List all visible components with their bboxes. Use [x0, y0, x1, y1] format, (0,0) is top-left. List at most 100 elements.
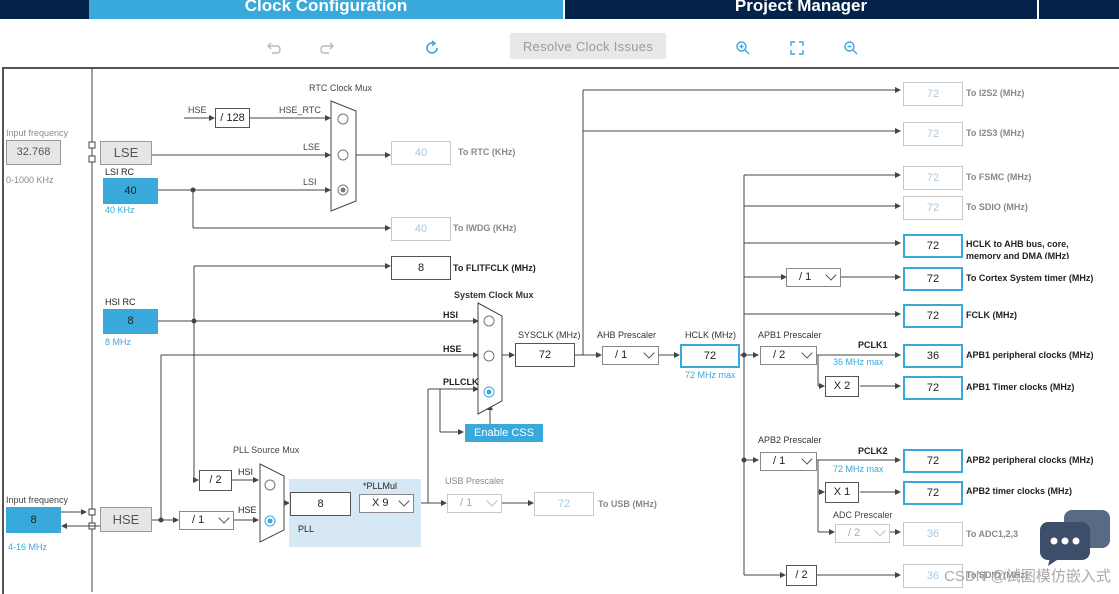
chevron-down-icon: [398, 495, 410, 507]
apb1-max-label: 36 MHz max: [833, 357, 884, 367]
i2s2-output-value[interactable]: 72: [903, 82, 963, 106]
iwdg-output-value[interactable]: 40: [391, 217, 451, 241]
chat-bubble-icon[interactable]: [1040, 510, 1110, 566]
rtc-output-value[interactable]: 40: [391, 141, 451, 165]
hsi-rc-label: HSI RC: [105, 297, 136, 307]
fclk-output-label: FCLK (MHz): [966, 310, 1017, 320]
pclk1-label: PCLK1: [858, 340, 888, 350]
enable-css-button[interactable]: Enable CSS: [465, 424, 543, 442]
resolve-clock-issues-button[interactable]: Resolve Clock Issues: [510, 33, 666, 59]
chevron-down-icon: [801, 347, 813, 359]
hclk-ahb-output-value[interactable]: 72: [903, 234, 963, 258]
sdio-divider-box: / 2: [786, 565, 817, 586]
hsi-rc-value: 8: [103, 309, 158, 334]
apb1-peripheral-output-label: APB1 peripheral clocks (MHz): [966, 350, 1094, 360]
cortex-timer-divider-select[interactable]: / 1: [786, 268, 841, 287]
hclk-value[interactable]: 72: [680, 344, 740, 368]
chevron-down-icon: [218, 512, 230, 524]
tab-project-manager[interactable]: Project Manager: [734, 0, 868, 15]
undo-icon[interactable]: [263, 38, 285, 58]
hse-range-label: 4-16 MHz: [8, 542, 48, 552]
usb-prescaler-select[interactable]: / 1: [447, 494, 502, 513]
tab-clock-configuration[interactable]: Clock Configuration: [89, 0, 563, 19]
fsmc-output-value[interactable]: 72: [903, 166, 963, 190]
zoom-in-icon[interactable]: [732, 38, 754, 58]
sysmux-hsi-label: HSI: [443, 310, 459, 320]
refresh-icon[interactable]: [421, 38, 443, 58]
pllmul-label: *PLLMul: [363, 481, 398, 491]
sysclk-value[interactable]: 72: [515, 343, 575, 367]
apb2-prescaler-select[interactable]: / 1: [760, 452, 817, 471]
pll-mux-hsi-label: HSI: [238, 467, 254, 477]
usb-prescaler-value: / 1: [460, 497, 473, 509]
pll-source-mux-title: PLL Source Mux: [233, 445, 300, 455]
adc-output-value[interactable]: 36: [903, 522, 963, 546]
fclk-output-value[interactable]: 72: [903, 304, 963, 328]
lse-input-frequency-label: Input frequency: [6, 128, 69, 138]
apb1-timer-output-value[interactable]: 72: [903, 376, 963, 400]
pll-label: PLL: [298, 524, 315, 534]
chevron-down-icon: [874, 525, 886, 537]
usb-prescaler-label: USB Prescaler: [445, 476, 505, 486]
hsi-frequency-label: 8 MHz: [105, 337, 132, 347]
usb-output-value[interactable]: 72: [534, 492, 594, 516]
zoom-out-icon[interactable]: [840, 38, 862, 58]
rtc-output-label: To RTC (KHz): [458, 147, 516, 157]
hse-prediv-value: / 1: [192, 514, 205, 526]
pll-mux-hse-label: HSE: [238, 505, 257, 515]
apb1-prescaler-select[interactable]: / 2: [760, 346, 817, 365]
redo-icon[interactable]: [316, 38, 338, 58]
pll-source-mux[interactable]: [259, 463, 285, 543]
apb1-prescaler-label: APB1 Prescaler: [758, 330, 822, 340]
cortex-timer-output-label: To Cortex System timer (MHz): [966, 273, 1094, 283]
rtc-hse-label: HSE: [188, 105, 207, 115]
sdio2-output-label: To SDIO (MHz): [966, 570, 1028, 580]
ahb-prescaler-value: / 1: [615, 349, 628, 361]
pclk2-label: PCLK2: [858, 446, 888, 456]
hse-rtc-label: HSE_RTC: [279, 105, 321, 115]
lse-input-frequency-value[interactable]: 32.768: [6, 140, 61, 165]
pllmul-select[interactable]: X 9: [359, 494, 414, 513]
i2s3-output-value[interactable]: 72: [903, 122, 963, 146]
lse-range-label: 0-1000 KHz: [6, 175, 54, 185]
cortex-timer-output-value[interactable]: 72: [903, 267, 963, 291]
rtc-lsi-label: LSI: [303, 177, 317, 187]
chevron-down-icon: [801, 453, 813, 465]
tab-separator: [1037, 0, 1039, 19]
apb2-timer-output-value[interactable]: 72: [903, 481, 963, 505]
system-clock-mux-title: System Clock Mux: [454, 290, 534, 300]
hse-input-frequency-label: Input frequency: [6, 495, 69, 505]
adc-prescaler-select[interactable]: / 2: [835, 524, 890, 543]
ahb-prescaler-label: AHB Prescaler: [597, 330, 657, 340]
lsi-rc-label: LSI RC: [105, 167, 135, 177]
apb1-prescaler-value: / 2: [773, 349, 786, 361]
apb1-peripheral-output-value[interactable]: 36: [903, 344, 963, 368]
tab-separator: [563, 0, 565, 19]
rtc-clock-mux[interactable]: [330, 100, 357, 212]
ahb-prescaler-select[interactable]: / 1: [602, 346, 659, 365]
adc-output-label: To ADC1,2,3: [966, 529, 1019, 539]
adc-prescaler-value: / 2: [848, 527, 861, 539]
rtc-lse-label: LSE: [303, 142, 321, 152]
hclk-max-label: 72 MHz max: [685, 370, 736, 380]
i2s3-output-label: To I2S3 (MHz): [966, 128, 1025, 138]
chevron-down-icon: [486, 495, 498, 507]
hse-prediv-select[interactable]: / 1: [179, 511, 234, 530]
system-clock-mux[interactable]: [477, 302, 503, 415]
apb2-prescaler-label: APB2 Prescaler: [758, 435, 822, 445]
pllmul-value: X 9: [372, 497, 389, 509]
lsi-frequency-label: 40 KHz: [105, 205, 135, 215]
cortex-divider-value: / 1: [799, 271, 812, 283]
sdio2-output-value[interactable]: 36: [903, 564, 963, 588]
top-tab-bar: Clock Configuration Project Manager: [0, 0, 1119, 19]
i2s2-output-label: To I2S2 (MHz): [966, 88, 1025, 98]
watermark: CSDN @试图模仿嵌入式: [944, 568, 1111, 585]
apb2-peripheral-output-value[interactable]: 72: [903, 449, 963, 473]
sdio-output-value[interactable]: 72: [903, 196, 963, 220]
pll-input-value: 8: [290, 492, 351, 516]
hclk-label: HCLK (MHz): [685, 330, 736, 340]
hse-input-frequency-value[interactable]: 8: [6, 507, 61, 533]
flitfclk-output-value[interactable]: 8: [391, 256, 451, 280]
fit-screen-icon[interactable]: [786, 38, 808, 58]
